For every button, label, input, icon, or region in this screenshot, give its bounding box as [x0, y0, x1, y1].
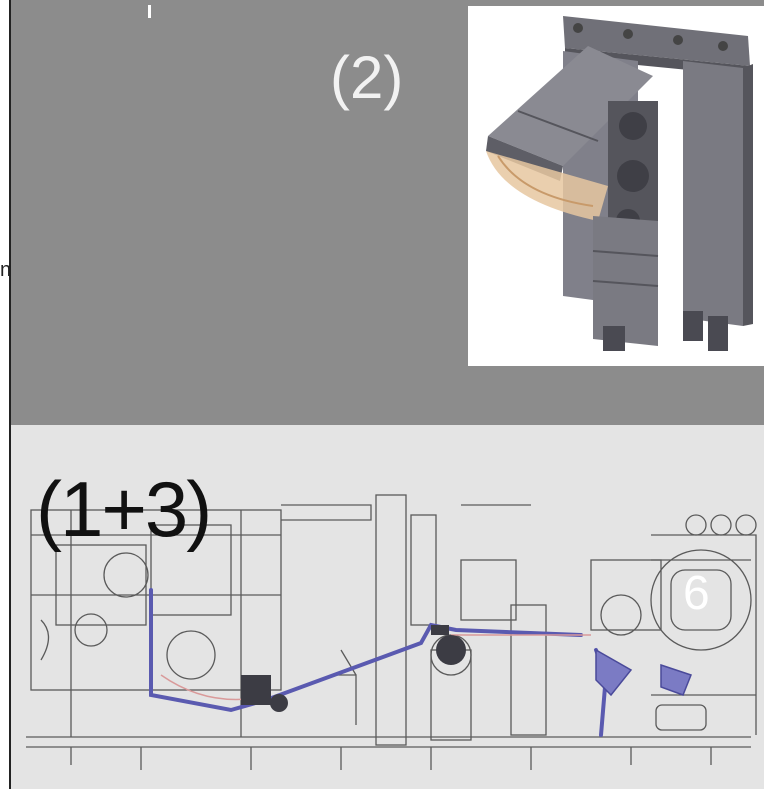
inset-image	[468, 6, 764, 366]
tick-mark	[148, 5, 151, 18]
edge-text-fragment: n	[0, 259, 12, 281]
label-6: 6	[683, 567, 710, 620]
label-2: (2)	[330, 44, 404, 111]
frame-border	[9, 0, 764, 789]
hopper-machine-3d-icon	[486, 16, 753, 351]
label-1-plus-3: (1+3)	[36, 465, 212, 553]
bottom-panel	[11, 425, 764, 789]
machine-line-schematic	[26, 494, 757, 770]
